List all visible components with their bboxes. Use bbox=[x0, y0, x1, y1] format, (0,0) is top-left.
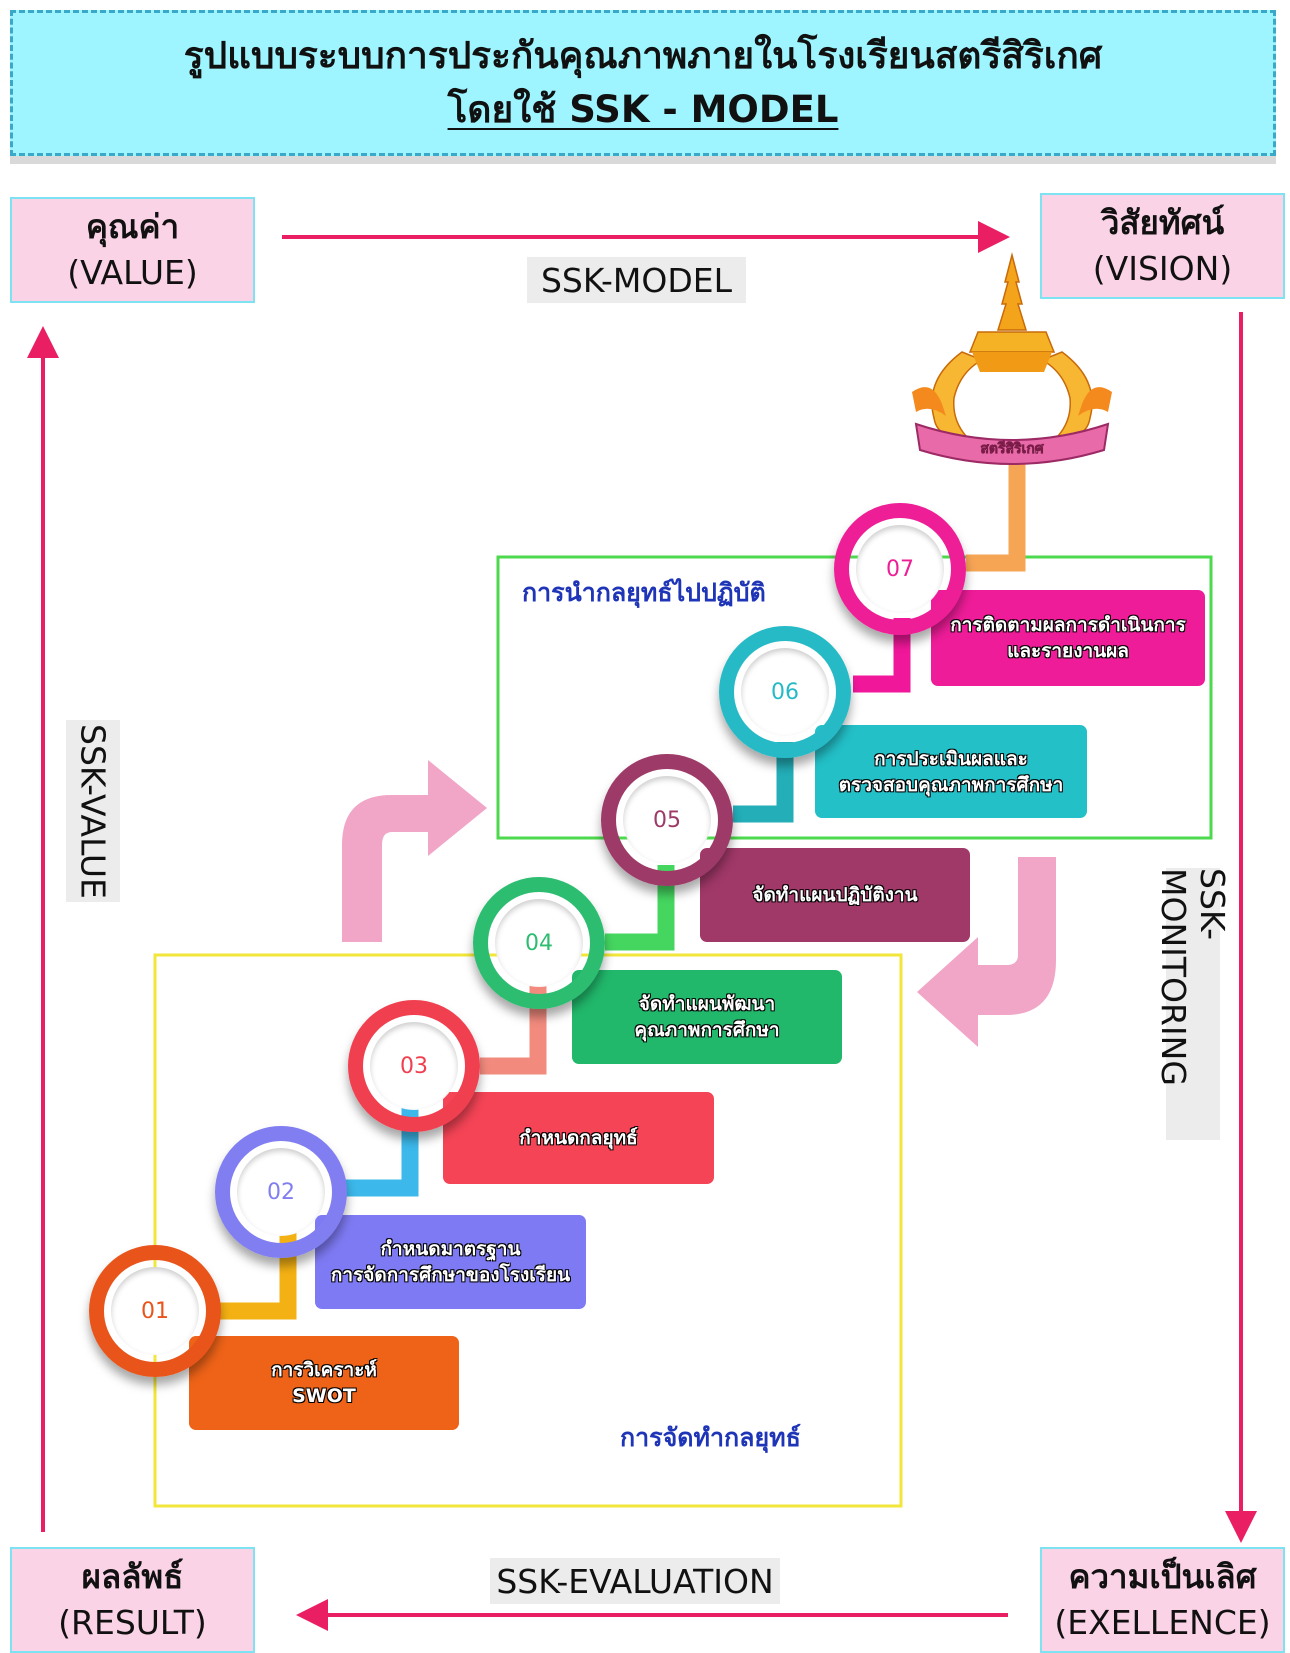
title-line-2: โดยใช้ SSK - MODEL bbox=[447, 88, 839, 131]
corner-result-th: ผลลัพธ์ bbox=[81, 1557, 184, 1596]
step-01-circle: 01 bbox=[89, 1245, 221, 1377]
step-03-number: 03 bbox=[370, 1022, 458, 1110]
step-02-label-line1: กำหนดมาตรฐาน bbox=[380, 1238, 521, 1260]
cycle-arrow-bottom bbox=[296, 1599, 1008, 1631]
svg-text:สตรีสิริเกศ: สตรีสิริเกศ bbox=[980, 441, 1044, 457]
edge-label-left: SSK-VALUE bbox=[66, 720, 120, 902]
step-05-number: 05 bbox=[623, 776, 711, 864]
corner-result: ผลลัพธ์ (RESULT) bbox=[10, 1547, 255, 1653]
step-02-label-line2: การจัดการศึกษาของโรงเรียน bbox=[330, 1264, 571, 1286]
step-01-label-line2: SWOT bbox=[292, 1385, 356, 1407]
corner-vision-en: (VISION) bbox=[1092, 249, 1233, 288]
corner-excellence-th: ความเป็นเลิศ bbox=[1068, 1557, 1257, 1596]
step-03-label-line1: กำหนดกลยุทธ์ bbox=[519, 1127, 638, 1149]
title-banner: รูปแบบระบบการประกันคุณภาพภายในโรงเรียนสต… bbox=[10, 10, 1276, 156]
step-07-label-line2: และรายงานผล bbox=[1007, 640, 1129, 662]
edge-label-right: SSK-MONITORING bbox=[1154, 868, 1232, 1140]
phase-implementation-title: การนำกลยุทธ์ไปปฏิบัติ bbox=[522, 578, 766, 607]
step-02-label: กำหนดมาตรฐาน การจัดการศึกษาของโรงเรียน bbox=[315, 1215, 586, 1309]
corner-value-th: คุณค่า bbox=[85, 207, 180, 246]
step-06-number: 06 bbox=[741, 648, 829, 736]
step-03-label: กำหนดกลยุทธ์ bbox=[443, 1092, 714, 1184]
step-04-label-line2: คุณภาพการศึกษา bbox=[634, 1019, 780, 1041]
connector-02-03 bbox=[345, 1107, 419, 1197]
school-emblem: สตรีสิริเกศ bbox=[912, 252, 1112, 465]
corner-vision-th: วิสัยทัศน์ bbox=[1100, 203, 1225, 242]
step-01-label-line1: การวิเคราะห์ bbox=[271, 1359, 377, 1381]
edge-label-bottom: SSK-EVALUATION bbox=[490, 1558, 780, 1604]
connector-06-07 bbox=[853, 618, 911, 693]
connector-05-06 bbox=[733, 742, 794, 823]
step-07-circle: 07 bbox=[834, 503, 966, 635]
step-07-number: 07 bbox=[856, 525, 944, 613]
step-05-label: จัดทำแผนปฏิบัติงาน bbox=[700, 848, 970, 942]
step-07-label: การติดตามผลการดำเนินการ และรายงานผล bbox=[931, 590, 1205, 686]
connector-03-04 bbox=[480, 985, 547, 1075]
corner-result-en: (RESULT) bbox=[58, 1603, 207, 1642]
corner-excellence: ความเป็นเลิศ (EXELLENCE) bbox=[1040, 1547, 1285, 1653]
connector-04-05 bbox=[605, 865, 675, 951]
cycle-arrow-top bbox=[282, 221, 1010, 253]
step-06-circle: 06 bbox=[719, 626, 851, 758]
step-06-label-line2: ตรวจสอบคุณภาพการศึกษา bbox=[838, 773, 1064, 796]
step-01-number: 01 bbox=[111, 1267, 199, 1355]
corner-value-en: (VALUE) bbox=[67, 253, 198, 292]
step-05-circle: 05 bbox=[601, 754, 733, 886]
step-07-label-line1: การติดตามผลการดำเนินการ bbox=[950, 614, 1186, 636]
edge-label-top: SSK-MODEL bbox=[527, 257, 746, 303]
cycle-arrow-right bbox=[1225, 312, 1257, 1543]
cycle-arrow-left bbox=[27, 326, 59, 1532]
big-arrow-up-right bbox=[342, 760, 487, 942]
title-line-1: รูปแบบระบบการประกันคุณภาพภายในโรงเรียนสต… bbox=[183, 34, 1103, 77]
step-05-label-line1: จัดทำแผนปฏิบัติงาน bbox=[752, 884, 918, 906]
step-06-label: การประเมินผลและ ตรวจสอบคุณภาพการศึกษา bbox=[815, 725, 1087, 818]
big-arrow-down-left bbox=[917, 857, 1056, 1047]
connector-07-emblem bbox=[966, 452, 1026, 572]
step-06-label-line1: การประเมินผลและ bbox=[874, 747, 1028, 770]
step-02-number: 02 bbox=[237, 1148, 325, 1236]
step-04-label-line1: จัดทำแผนพัฒนา bbox=[638, 993, 776, 1015]
step-04-circle: 04 bbox=[473, 877, 605, 1009]
step-02-circle: 02 bbox=[215, 1126, 347, 1258]
phase-strategy-title: การจัดทำกลยุทธ์ bbox=[620, 1423, 801, 1452]
emblem-ribbon bbox=[914, 422, 1110, 465]
corner-excellence-en: (EXELLENCE) bbox=[1054, 1603, 1271, 1642]
step-01-label: การวิเคราะห์ SWOT bbox=[189, 1336, 459, 1430]
corner-vision: วิสัยทัศน์ (VISION) bbox=[1040, 193, 1285, 299]
step-04-label: จัดทำแผนพัฒนา คุณภาพการศึกษา bbox=[572, 970, 842, 1064]
step-04-number: 04 bbox=[495, 899, 583, 987]
step-03-circle: 03 bbox=[348, 1000, 480, 1132]
corner-value: คุณค่า (VALUE) bbox=[10, 197, 255, 303]
